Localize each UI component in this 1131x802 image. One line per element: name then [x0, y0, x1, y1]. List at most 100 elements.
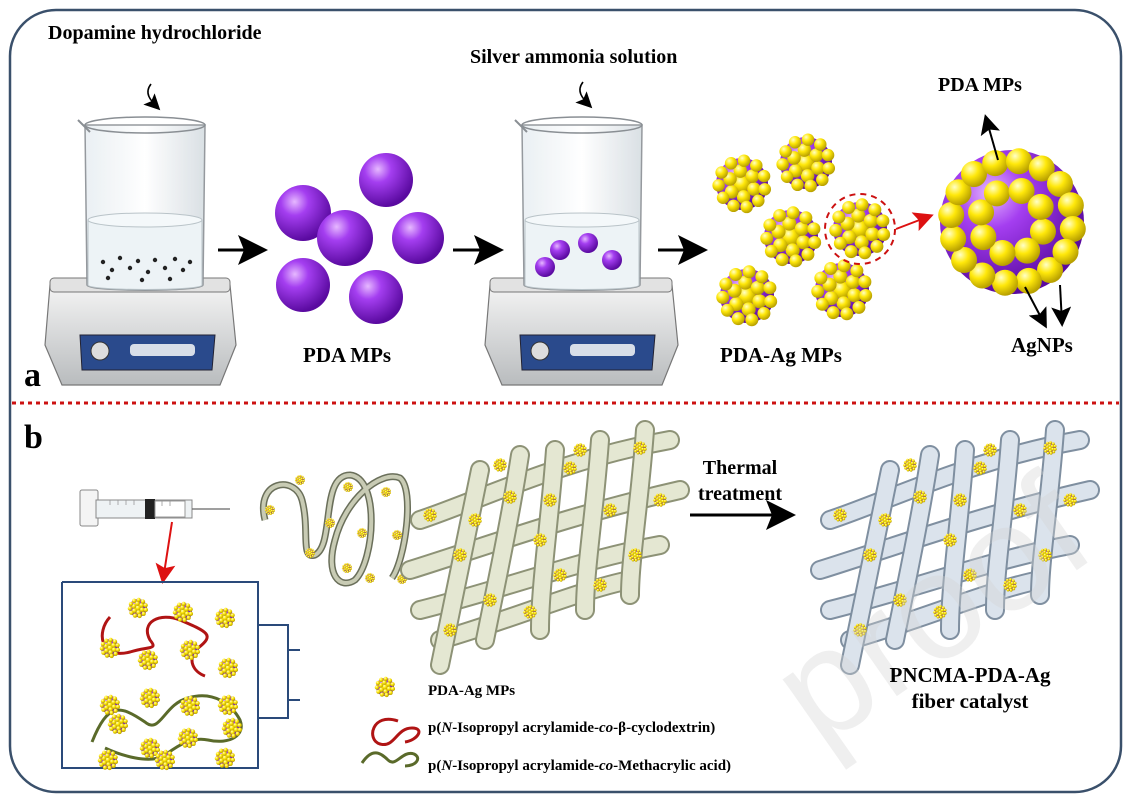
outer-frame [8, 8, 1123, 794]
pda-mps-spheres [275, 153, 444, 324]
agnps-pointer-1 [1024, 286, 1047, 329]
pda-ag-particle [593, 578, 607, 592]
pda-ag-particle [217, 657, 239, 679]
pda-ag-particle [423, 508, 437, 522]
pda-ag-particle [304, 547, 316, 559]
pda-ag-particle-6 [811, 259, 873, 321]
pda-ag-particle [853, 623, 867, 637]
pda-ag-particle [1038, 548, 1052, 562]
label-dopamine: Dopamine hydrochloride [48, 22, 262, 44]
label-pda-mps-zoom: PDA MPs [938, 74, 1022, 96]
pda-ag-particle [221, 717, 243, 739]
pda-ag-particle [973, 461, 987, 475]
pda-ag-particle [503, 490, 517, 504]
legend-particle-icon [374, 676, 396, 698]
pda-ag-particle [573, 443, 587, 457]
stirrer-2 [484, 277, 679, 386]
legend-item-pda-ag: PDA-Ag MPs [428, 683, 516, 699]
panel-letter-b: b [24, 419, 43, 456]
pda-ag-particle [1063, 493, 1077, 507]
agnps-pointer-2 [1051, 284, 1072, 327]
pda-ag-particle [139, 687, 161, 709]
pda-ag-particle [533, 533, 547, 547]
pda-ag-particle [99, 694, 121, 716]
pda-ag-particle [1013, 503, 1027, 517]
pda-ag-particle [933, 605, 947, 619]
stirrer-1 [44, 277, 237, 386]
box-particles [97, 597, 243, 771]
pda-ag-particle [893, 593, 907, 607]
pda-ag-particle [364, 572, 376, 584]
legend-item-green-polymer: p(N-Isopropyl acrylamide-co-Methacrylic … [428, 758, 732, 774]
pda-ag-particle [493, 458, 507, 472]
label-treatment: treatment [697, 483, 783, 505]
pda-ag-particle [563, 461, 577, 475]
pda-ag-particle-4 [829, 198, 891, 260]
pda-ag-particle [603, 503, 617, 517]
pda-ag-particle [97, 749, 119, 771]
pda-ag-particle [341, 562, 353, 574]
pda-ag-particle [139, 737, 161, 759]
pda-ag-particle-1 [712, 154, 772, 214]
pda-ag-particle [833, 508, 847, 522]
pda-ag-particle [107, 713, 129, 735]
pda-ag-particle [983, 443, 997, 457]
pda-ag-particle [863, 548, 877, 562]
pda-ag-mps-cluster [712, 133, 891, 327]
legend-red-chain-icon [371, 717, 421, 746]
pda-ag-particle [953, 493, 967, 507]
label-thermal: Thermal [702, 457, 778, 479]
pda-ag-particle [628, 548, 642, 562]
panel-letter-a: a [24, 357, 41, 394]
pda-ag-particle [963, 568, 977, 582]
pda-ag-particle-2 [776, 133, 836, 193]
label-pda-ag-mps: PDA-Ag MPs [720, 343, 842, 367]
syringe-icon [79, 489, 230, 527]
fiber-mesh-blue [810, 420, 1100, 675]
pda-ag-particle-5 [716, 265, 778, 327]
zoom-arrow [895, 212, 934, 232]
pda-ag-particle [154, 749, 176, 771]
legend-green-chain-icon [360, 751, 420, 768]
pda-ag-particle [99, 637, 121, 659]
label-agnps: AgNPs [1011, 333, 1073, 357]
curved-arrow-2 [575, 81, 593, 109]
label-silver-ammonia: Silver ammonia solution [470, 46, 678, 68]
pda-ag-particle [553, 568, 567, 582]
pda-ag-particle [177, 727, 199, 749]
pda-ag-particle [356, 527, 368, 539]
pda-ag-particle [137, 649, 159, 671]
legend-item-red-polymer: p(N-Isopropyl acrylamide-co-β-cyclodextr… [428, 720, 716, 736]
pda-ag-particle [179, 639, 201, 661]
pda-mps-pointer [980, 114, 1001, 161]
pda-ag-particle [127, 597, 149, 619]
curved-arrow-1 [143, 83, 161, 111]
pda-ag-particle [878, 513, 892, 527]
selection-circle [824, 193, 896, 265]
pda-ag-particle [523, 605, 537, 619]
pda-ag-particle [453, 548, 467, 562]
label-product-line1: PNCMA-PDA-Ag [889, 663, 1051, 687]
pda-ag-particle [380, 486, 392, 498]
pda-ag-particle [324, 517, 336, 529]
label-pda-mps: PDA MPs [303, 343, 392, 367]
pda-ag-particle [172, 601, 194, 623]
pda-ag-particle [1003, 578, 1017, 592]
pda-ag-particle [391, 529, 403, 541]
syringe-content-arrow [155, 521, 176, 584]
pda-ag-particle [294, 474, 306, 486]
helix-fiber [259, 471, 412, 587]
pda-ag-particle [264, 504, 276, 516]
pda-ag-particle [468, 513, 482, 527]
pda-ag-particle [214, 607, 236, 629]
label-product-line2: fiber catalyst [911, 689, 1029, 713]
pda-ag-particle [179, 695, 201, 717]
pda-ag-particle [903, 458, 917, 472]
pda-ag-particle [443, 623, 457, 637]
pda-ag-particle [943, 533, 957, 547]
pda-ag-particle [1043, 441, 1057, 455]
pda-ag-particle [374, 676, 396, 698]
pda-ag-particle-3 [760, 206, 822, 268]
pda-ag-particle [483, 593, 497, 607]
